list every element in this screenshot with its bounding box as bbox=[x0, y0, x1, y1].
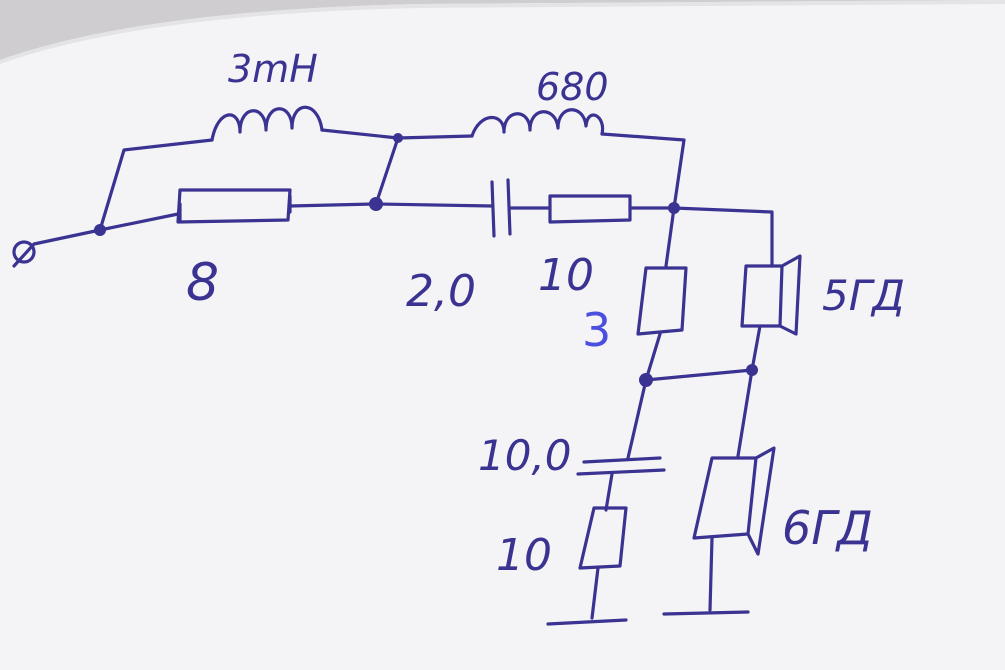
label-resistor-2: 10 bbox=[538, 250, 594, 301]
ground-left bbox=[546, 618, 628, 626]
wire-r1-left bbox=[98, 212, 180, 232]
speaker-6gd bbox=[692, 446, 776, 556]
label-resistor-3: 3 bbox=[582, 303, 611, 357]
wire-spk2-bottom bbox=[708, 536, 714, 612]
wire-r4-bottom bbox=[590, 566, 600, 620]
label-speaker-1: 5ГД bbox=[822, 271, 905, 320]
label-resistor-4: 10 bbox=[496, 530, 552, 581]
input-lead-wire bbox=[12, 228, 102, 268]
wire-c1-left bbox=[374, 202, 494, 208]
wire-spk1-bottom bbox=[750, 324, 762, 372]
wire-c2-top bbox=[626, 378, 648, 460]
wire-c2-r4 bbox=[604, 472, 614, 512]
label-speaker-2: 6ГД bbox=[782, 501, 873, 555]
wire-mid-bus bbox=[644, 368, 754, 382]
paper-edge-shadow bbox=[0, 0, 1005, 64]
wire-node-right bbox=[672, 206, 774, 268]
inductor-l1 bbox=[210, 105, 324, 142]
label-resistor-1: 8 bbox=[186, 253, 219, 313]
resistor-r1-caps bbox=[178, 194, 292, 222]
wire-node-link bbox=[374, 136, 400, 206]
resistor-r3 bbox=[636, 266, 688, 336]
ground-right bbox=[662, 610, 750, 616]
wire-l1-left bbox=[98, 138, 214, 232]
input-terminal bbox=[12, 240, 36, 264]
wire-spk2-top bbox=[736, 368, 754, 458]
label-inductor-1: 3mH bbox=[228, 47, 318, 91]
capacitor-c2 bbox=[576, 456, 666, 476]
wire-r1-right bbox=[288, 202, 376, 208]
resistor-r4 bbox=[578, 506, 628, 570]
label-inductor-2: 680 bbox=[536, 65, 609, 109]
junction-dots bbox=[94, 133, 758, 387]
wire-l2-right bbox=[600, 132, 686, 210]
inductor-l2 bbox=[470, 108, 605, 138]
label-capacitor-1: 2,0 bbox=[406, 266, 476, 317]
wire-l2-left bbox=[396, 134, 474, 140]
wire-l1-right bbox=[320, 128, 400, 140]
wire-r3-top bbox=[664, 206, 676, 268]
resistor-r2 bbox=[548, 194, 632, 224]
speaker-5gd bbox=[740, 254, 802, 336]
label-capacitor-2: 10,0 bbox=[478, 431, 572, 480]
wire-r3-bottom bbox=[644, 332, 662, 382]
